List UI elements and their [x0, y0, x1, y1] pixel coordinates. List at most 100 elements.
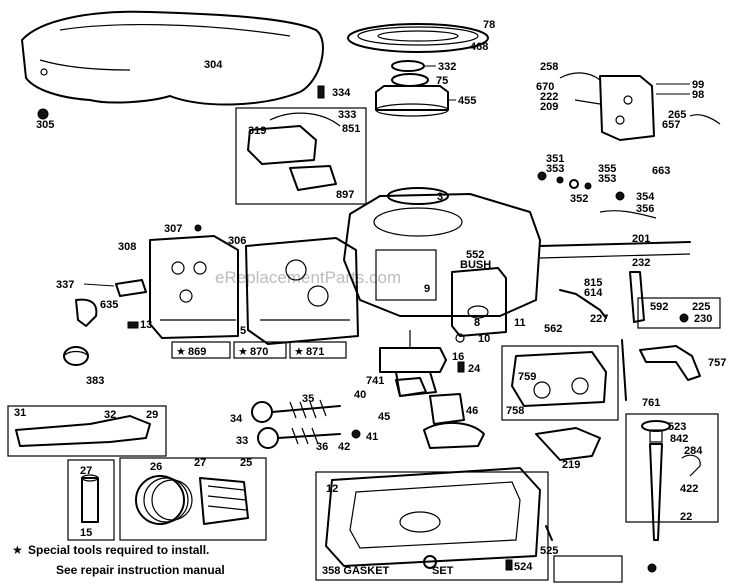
part-label-334: 334: [332, 87, 351, 99]
part-label-9: 9: [424, 283, 430, 295]
part-label-468: 468: [470, 41, 488, 53]
part-label-219: 219: [562, 459, 580, 471]
part-label-761: 761: [642, 397, 660, 409]
governor-lever-drawing: [639, 345, 701, 381]
part-label-230: 227: [590, 313, 608, 325]
part-label-20: SET: [432, 565, 454, 577]
part-label-99: 99: [692, 79, 704, 91]
part-label-308: 308: [118, 241, 136, 253]
part-label-27-a: 27: [80, 465, 92, 477]
part-label-305: 305: [36, 119, 54, 131]
part-label-455: 455: [458, 95, 476, 107]
screw-305-drawing: [37, 108, 49, 120]
starter-clutch-drawing: [375, 85, 449, 117]
camshaft-drawing: [423, 393, 485, 449]
watermark: eReplacementParts.com: [215, 268, 401, 287]
part-label-304: 304: [204, 59, 223, 71]
callout-box-28: [67, 459, 115, 541]
dipstick-tube-drawing: [641, 420, 701, 541]
part-label-258: 258: [540, 61, 558, 73]
part-label-16: 16: [452, 351, 464, 363]
connecting-rod-drawing: [15, 415, 151, 447]
part-label-265: 265: [668, 109, 686, 121]
part-label-552: 552: [466, 249, 484, 261]
part-label-11: 11: [514, 317, 526, 329]
rotating-screen-drawing: [347, 23, 489, 53]
part-label-353-a: 353: [546, 163, 564, 175]
cylinder-head-left-drawing: [149, 235, 239, 339]
part-label-42: 42: [338, 441, 350, 453]
note-repair-manual: See repair instruction manual: [56, 563, 225, 577]
kit-box-869: [171, 341, 231, 359]
part-label-319: 319: [248, 125, 266, 137]
part-label-225: 562: [544, 323, 562, 335]
part-label-27-b: 27: [194, 457, 206, 469]
crank-gear-drawing: [395, 377, 427, 397]
part-label-34: 34: [230, 413, 243, 425]
bolt-13-drawing: [127, 321, 139, 329]
part-label-337: 337: [56, 279, 74, 291]
kit-box-870: [233, 341, 287, 359]
part-label-35: 35: [302, 393, 314, 405]
part-label-26: 26: [150, 461, 162, 473]
breather-cover-drawing: [451, 267, 507, 343]
part-label-75: 75: [436, 75, 448, 87]
gasket-set-box: [553, 555, 623, 583]
part-label-332: 332: [438, 61, 456, 73]
part-label-670: 670: [536, 81, 554, 93]
part-label-847: 22: [680, 511, 692, 523]
part-label-333: 333: [338, 109, 356, 121]
part-label-757: 757: [708, 357, 726, 369]
note-star: ★: [12, 543, 23, 557]
kit-box-871: [289, 341, 347, 359]
part-label-36: 36: [316, 441, 328, 453]
note-special-tools: Special tools required to install.: [28, 543, 209, 557]
part-label-307: 307: [164, 223, 182, 235]
cylinder-shield-drawing: [511, 351, 607, 407]
part-label-352: 352: [570, 193, 588, 205]
crankshaft-drawing: [379, 330, 447, 397]
control-bracket-drawing: [559, 72, 721, 141]
kit-star-870: ★: [238, 346, 248, 358]
callout-box-29: [7, 405, 167, 457]
piston-pin-drawing: [81, 474, 99, 523]
part-label-22: 525: [540, 545, 558, 557]
part-label-842: 842: [670, 433, 688, 445]
fuel-pump-drawing: [63, 346, 89, 366]
callout-box-18: [315, 471, 549, 581]
governor-crank-drawing: [535, 427, 601, 461]
part-label-815: 815: [584, 277, 602, 289]
part-label-759: 759: [518, 371, 536, 383]
part-label-46: 46: [466, 405, 478, 417]
part-label-422: 422: [680, 483, 698, 495]
callout-box-758: [501, 345, 619, 421]
part-label-227: 225: [692, 301, 710, 313]
part-label-45: 45: [378, 411, 390, 423]
part-label-33: 33: [236, 435, 248, 447]
part-label-28: 15: [80, 527, 92, 539]
kit-star-869: ★: [176, 346, 186, 358]
piston-rings-drawing: [135, 475, 249, 525]
cylinder-head-right-drawing: [245, 237, 359, 345]
part-label-870: 870: [250, 346, 268, 358]
part-label-663: 663: [652, 165, 670, 177]
callout-box-25: [119, 457, 267, 541]
throttle-lever-drawing: [629, 271, 645, 323]
nut-washer-drawing: [391, 60, 429, 87]
part-label-523: 523: [668, 421, 686, 433]
part-label-24: 24: [468, 363, 481, 375]
part-label-222: 222: [540, 91, 558, 103]
part-label-31: 31: [14, 407, 26, 419]
oil-sump-drawing: [325, 467, 541, 569]
part-label-5: 5: [240, 325, 246, 337]
part-label-351: 351: [546, 153, 564, 165]
crankcase-drawing: [343, 187, 541, 317]
throttle-link-drawing: [559, 289, 607, 319]
part-label-78: 78: [483, 19, 495, 31]
part-label-18: 358 GASKET: [322, 565, 390, 577]
part-label-592: 230: [694, 313, 712, 325]
part-label-10: 10: [478, 333, 490, 345]
part-label-741: 741: [366, 375, 384, 387]
part-label-353-b: 353: [598, 173, 616, 185]
